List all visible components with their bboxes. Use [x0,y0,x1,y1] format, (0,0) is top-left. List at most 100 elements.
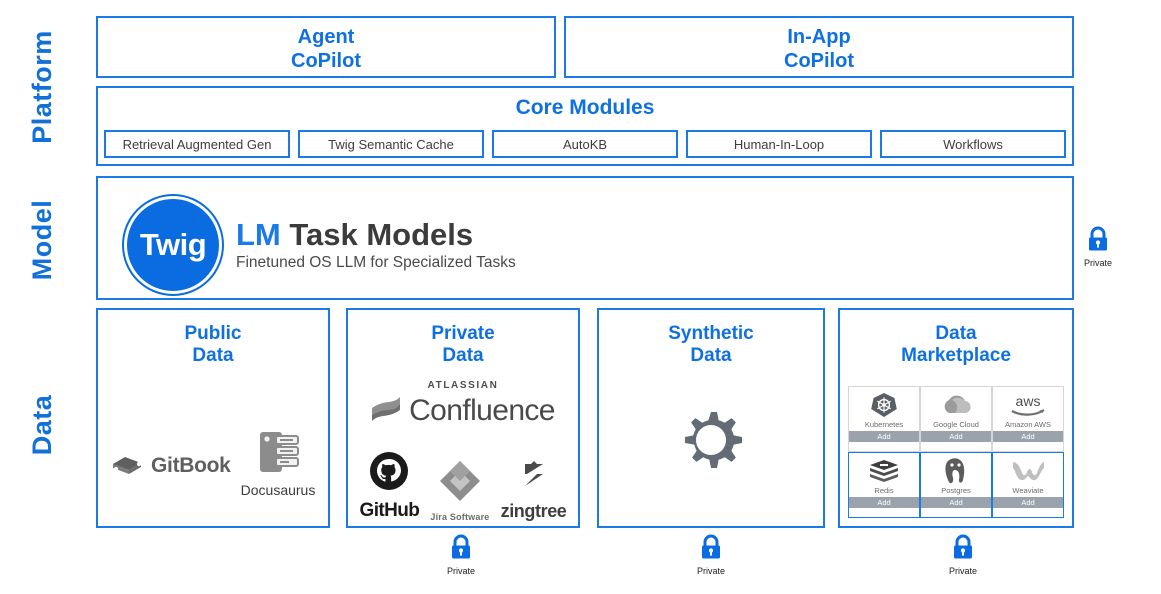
inapp-copilot-line1: In-App [787,26,851,48]
card-private-data: Private Data ATLASSIAN Confluence [346,308,580,528]
docusaurus-logo-group: Docusaurus [232,430,324,498]
lock-label: Private [1083,258,1112,268]
marketplace-tile-label: Google Cloud [933,420,979,429]
synthetic-data-title-line2: Data [690,345,732,367]
marketplace-title: Data Marketplace [840,310,1072,368]
atlassian-kicker-label: ATLASSIAN [427,380,499,391]
marketplace-tile-label: Postgres [941,486,971,495]
gear-icon [672,406,750,489]
marketplace-tile-amazon-aws[interactable]: aws Amazon AWS Add [992,386,1064,452]
public-data-title-line1: Public [184,323,242,344]
gitbook-label: GitBook [151,453,231,477]
marketplace-add-button[interactable]: Add [849,496,919,508]
redis-icon [869,456,899,486]
card-inapp-copilot[interactable]: In-App CoPilot [564,16,1074,78]
inapp-copilot-line2: CoPilot [784,49,854,72]
svg-text:aws: aws [1016,393,1041,409]
github-label: GitHub [359,500,420,521]
agent-copilot-line2: CoPilot [291,49,361,72]
google-cloud-icon [940,390,972,420]
marketplace-add-button[interactable]: Add [921,430,991,442]
lock-icon [699,534,723,565]
card-public-data: Public Data GitBook [96,308,330,528]
marketplace-tile-redis[interactable]: Redis Add [848,452,920,518]
marketplace-tile-label: Weaviate [1012,486,1044,495]
module-chip-semantic-cache[interactable]: Twig Semantic Cache [298,130,484,158]
lock-label: Private [446,566,475,576]
model-heading: LM Task Models [236,216,516,252]
zingtree-logo-group: zingtree [501,460,567,522]
public-data-title: Public Data [98,310,328,368]
postgres-icon [942,456,970,486]
agent-copilot-title: Agent CoPilot [98,18,554,73]
weaviate-icon [1011,456,1045,486]
agent-copilot-line1: Agent [297,26,355,48]
marketplace-tile-grid: Kubernetes Add Google Cloud Add aws [848,386,1064,518]
confluence-icon [371,396,401,427]
zingtree-icon [517,460,551,499]
marketplace-add-button[interactable]: Add [921,496,991,508]
module-chip-workflows[interactable]: Workflows [880,130,1066,158]
inapp-copilot-title: In-App CoPilot [566,18,1072,73]
private-badge-model: Private [1077,226,1119,268]
zingtree-label: zingtree [500,501,567,521]
lock-label: Private [696,566,725,576]
synthetic-data-title-line1: Synthetic [668,323,754,344]
card-model-layer: Twig LM Task Models Finetuned OS LLM for… [96,176,1074,300]
private-data-logo-row: GitHub Jira Software [354,450,572,522]
module-chip-rag[interactable]: Retrieval Augmented Gen [104,130,290,158]
private-data-title-line2: Data [442,345,484,367]
marketplace-add-button[interactable]: Add [849,430,919,442]
core-modules-title: Core Modules [515,96,655,119]
private-badge-private-data: Private [440,534,482,576]
marketplace-tile-label: Kubernetes [864,420,904,429]
card-core-modules: Core Modules Retrieval Augmented Gen Twi… [96,86,1074,166]
jira-icon [437,458,483,509]
confluence-logo-group: Confluence [348,394,578,428]
layer-label-platform: Platform [27,30,57,144]
marketplace-add-button[interactable]: Add [993,430,1063,442]
gitbook-icon [110,450,144,481]
layer-label-data: Data [27,394,57,456]
model-layer-content: Twig LM Task Models Finetuned OS LLM for… [118,196,516,294]
card-agent-copilot[interactable]: Agent CoPilot [96,16,556,78]
synthetic-gear-wrap [599,406,823,489]
docusaurus-icon [252,432,304,480]
marketplace-tile-weaviate[interactable]: Weaviate Add [992,452,1064,518]
lock-icon [1086,226,1110,257]
kubernetes-icon [871,390,897,420]
model-heading-accent: LM [236,216,281,252]
module-chip-autokb[interactable]: AutoKB [492,130,678,158]
gitbook-logo-group: GitBook [110,450,231,481]
module-chip-human-in-loop[interactable]: Human-In-Loop [686,130,872,158]
private-data-title: Private Data [348,310,578,368]
marketplace-tile-postgres[interactable]: Postgres Add [920,452,992,518]
marketplace-tile-google-cloud[interactable]: Google Cloud Add [920,386,992,452]
card-data-marketplace: Data Marketplace [838,308,1074,528]
private-data-title-line1: Private [431,323,495,344]
twig-logo-icon: Twig [124,196,222,294]
lock-label: Private [948,566,977,576]
github-logo-group: GitHub [360,450,420,522]
marketplace-tile-label: Amazon AWS [1005,420,1051,429]
jira-label: Jira Software [430,512,490,522]
marketplace-tile-kubernetes[interactable]: Kubernetes Add [848,386,920,452]
twig-logo-text: Twig [139,227,207,262]
github-icon [367,450,411,499]
aws-icon: aws [1007,390,1049,420]
model-subtitle: Finetuned OS LLM for Specialized Tasks [236,254,516,272]
synthetic-data-title: Synthetic Data [599,310,823,368]
core-modules-list: Retrieval Augmented Gen Twig Semantic Ca… [104,130,1066,158]
model-heading-rest: Task Models [289,216,474,252]
public-data-title-line2: Data [192,345,234,367]
marketplace-title-line1: Data [935,323,977,344]
model-text-block: LM Task Models Finetuned OS LLM for Spec… [236,216,516,272]
layer-label-model: Model [27,199,57,281]
jira-logo-group: Jira Software [430,458,489,522]
private-badge-marketplace: Private [942,534,984,576]
lock-icon [951,534,975,565]
lock-icon [449,534,473,565]
marketplace-title-line2: Marketplace [901,345,1011,367]
docusaurus-label: Docusaurus [240,482,316,498]
marketplace-add-button[interactable]: Add [993,496,1063,508]
